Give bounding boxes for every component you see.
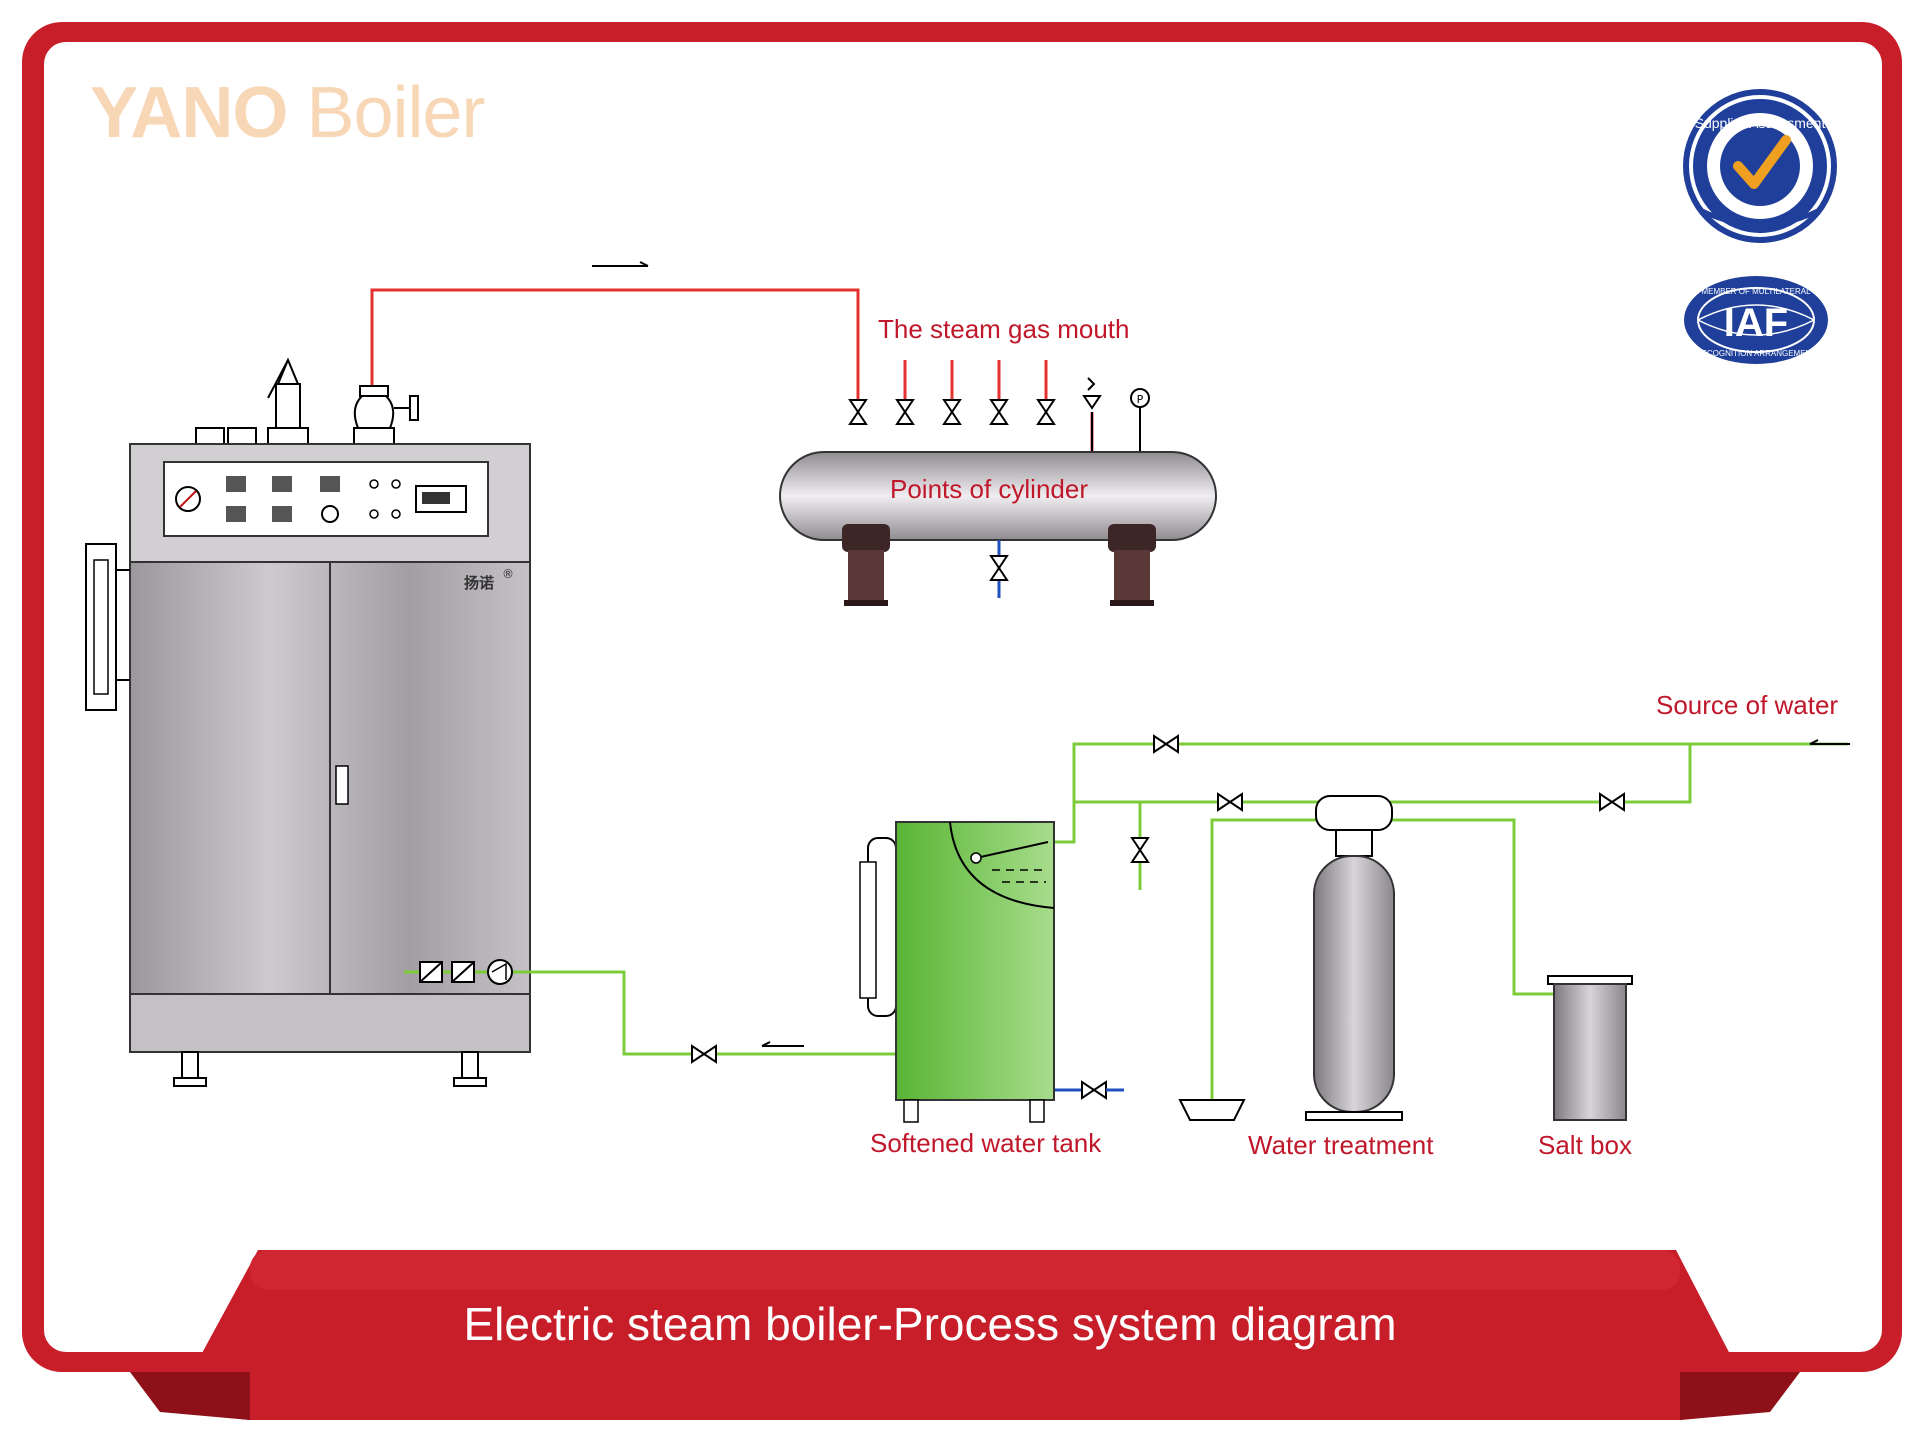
steam-flow-arrow [592, 261, 649, 267]
tank-drain [1054, 1080, 1124, 1100]
drain-valve [989, 540, 1009, 598]
supplier-badge-text: Supplier Assessment [1695, 115, 1826, 131]
iaf-badge [1684, 276, 1828, 364]
salt-box [1547, 975, 1633, 1121]
logo-yano: YANO [90, 73, 288, 153]
pressure-gauge-icon: P [1130, 388, 1150, 454]
label-points-of-cylinder: Points of cylinder [890, 474, 1088, 504]
label-source-of-water: Source of water [1656, 690, 1839, 720]
iaf-ring-top-text: MEMBER OF MULTILATERAL [1701, 287, 1811, 296]
logo-boiler: Boiler [306, 73, 485, 153]
svg-text:P: P [1137, 393, 1144, 406]
softened-water-tank [859, 821, 1055, 1123]
water-flow-arrow [761, 739, 1850, 1047]
main-steam-valve-icon [353, 385, 419, 445]
boiler-brand-mark: 扬诺 [464, 574, 494, 592]
pump-icon [487, 959, 513, 985]
check-icon [1733, 135, 1791, 189]
water-line [532, 742, 1848, 1104]
banner-title: Electric steam boiler-Process system dia… [463, 1298, 1397, 1350]
boiler-registered-mark: ® [502, 567, 514, 581]
water-line-valves [691, 734, 1625, 1064]
label-steam-gas-mouth: The steam gas mouth [878, 314, 1130, 344]
steam-header-valves [848, 399, 1056, 425]
label-softened-water-tank: Softened water tank [870, 1128, 1102, 1158]
label-water-treatment: Water treatment [1248, 1130, 1434, 1160]
drain-funnel [1178, 1099, 1246, 1121]
title-banner [130, 1250, 1800, 1420]
supplier-assessment-badge [1683, 89, 1837, 243]
boiler-safety-valve-icon [267, 357, 309, 445]
safety-valve-icon [1082, 377, 1102, 454]
label-salt-box: Salt box [1538, 1130, 1632, 1160]
steam-header-cylinder [779, 451, 1217, 606]
door-handle [335, 765, 349, 805]
electric-boiler [85, 357, 532, 1087]
company-logo: YANO Boiler [90, 72, 486, 154]
water-treatment-column [1305, 795, 1403, 1121]
iaf-badge-text: IAF [1724, 301, 1788, 345]
iaf-ring-bottom-text: RECOGNITION ARRANGEMENT [1696, 349, 1817, 358]
